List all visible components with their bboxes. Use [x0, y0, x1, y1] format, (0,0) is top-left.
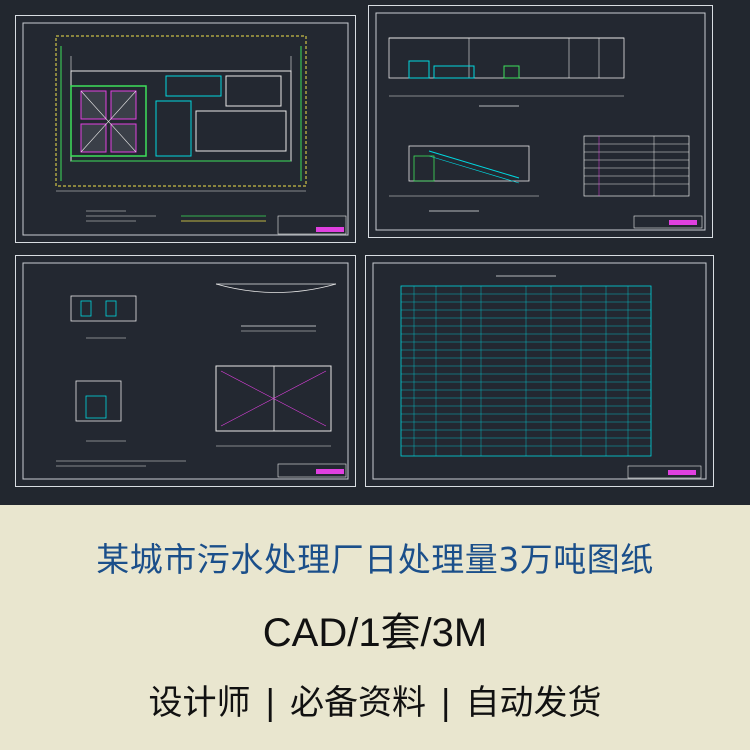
drawing-sheet-plan	[15, 15, 356, 243]
drawing-sheet-details	[15, 255, 356, 487]
drawing-sheet-table	[365, 255, 714, 487]
cad-preview-area	[0, 0, 750, 505]
tag-auto-delivery: 自动发货	[465, 683, 602, 723]
tag-separator: |	[440, 683, 452, 723]
drawing-sheet-sections	[368, 5, 713, 238]
banner-tags: 设计师 | 必备资料 | 自动发货	[0, 675, 750, 724]
banner-title: 某城市污水处理厂日处理量3万吨图纸	[96, 540, 654, 579]
promo-banner: 某城市污水处理厂日处理量3万吨图纸 CAD/1套/3M 设计师 | 必备资料 | 自动发…	[0, 505, 750, 750]
sections-drawing	[375, 12, 706, 231]
tag-separator: |	[264, 683, 276, 723]
plan-drawing	[22, 22, 349, 236]
table-drawing	[372, 262, 707, 480]
tag-essential: 必备资料	[290, 683, 426, 723]
banner-subtitle: CAD/1套/3M	[262, 611, 488, 655]
details-drawing	[22, 262, 349, 480]
tag-designer: 设计师	[148, 683, 251, 723]
